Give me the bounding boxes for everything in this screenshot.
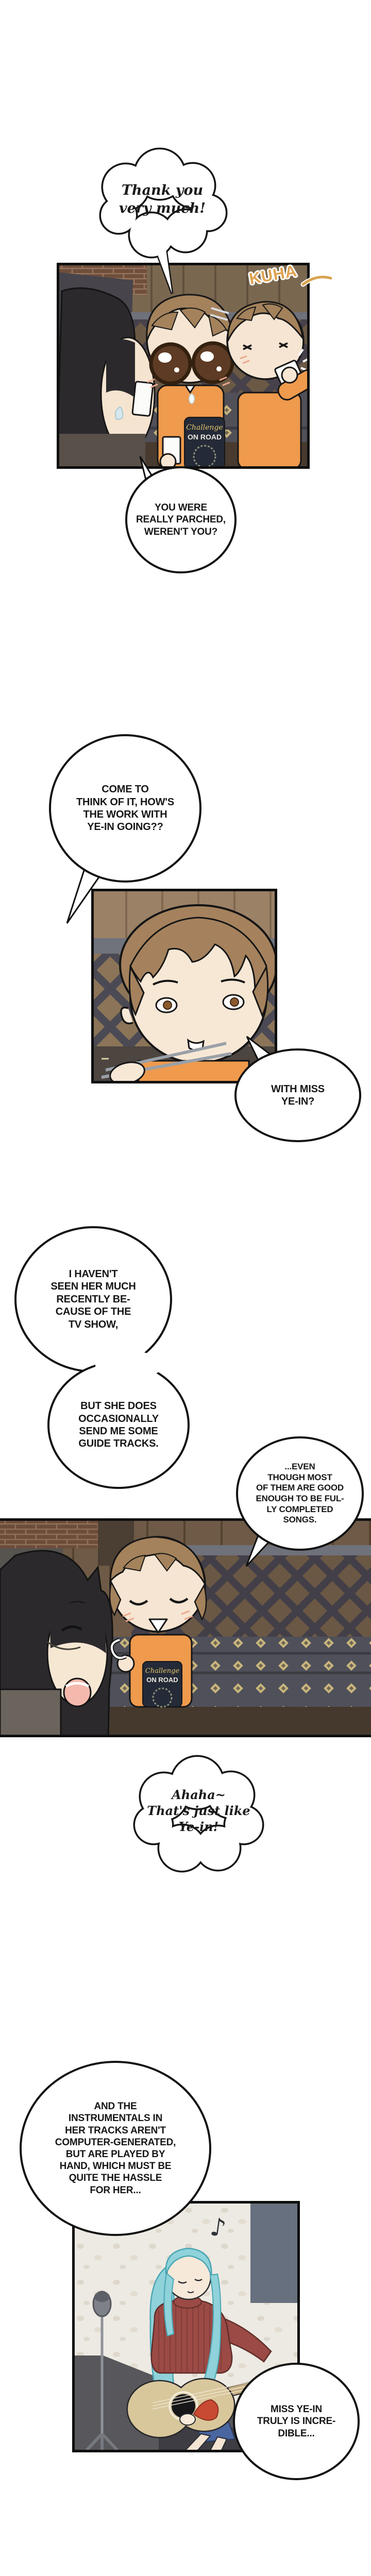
- bubble-join: [95, 1351, 162, 1380]
- minsu-character: Challenge ON ROAD: [146, 294, 234, 469]
- shirt-print-script: Challenge: [186, 423, 223, 432]
- shirt-print-block: ON ROAD: [188, 433, 222, 441]
- acoustic-guitar: [126, 2367, 299, 2438]
- speech-bubble-instrumentals: AND THE INSTRUMENTALS IN HER TRACKS AREN…: [20, 2061, 211, 2236]
- acoustic-panel: [250, 2201, 300, 2303]
- open-smile: [148, 1618, 168, 1634]
- hairpins: [210, 307, 229, 321]
- speech-bubble-parched: YOU WERE REALLY PARCHED, WEREN'T YOU?: [125, 466, 237, 573]
- speech-bubble-with-miss: WITH MISS YE-IN?: [234, 1048, 361, 1142]
- panel-closeup: [91, 889, 277, 1083]
- minsu-face: [101, 904, 277, 1083]
- happy-closed-eyes: [129, 1598, 189, 1606]
- havent-seen-text: I HAVEN'T SEEN HER MUCH RECENTLY BE- CAU…: [50, 1268, 136, 1330]
- legs: [182, 2433, 228, 2452]
- pickguard: [193, 2399, 219, 2421]
- closed-eye: [61, 1625, 82, 1632]
- speech-bubble-incredible: MISS YE-IN TRULY IS INCRE- DIBLE...: [233, 2363, 360, 2480]
- instrumentals-text: AND THE INSTRUMENTALS IN HER TRACKS AREN…: [55, 2101, 176, 2196]
- strumming-hand: [179, 2413, 196, 2426]
- yein-character: [149, 2247, 272, 2452]
- thank-you-text: Thank you very much!: [119, 182, 206, 217]
- guide-tracks-text: BUT SHE DOES OCCASIONALLY SEND ME SOME G…: [78, 1400, 159, 1450]
- panel-laughing: Challenge ON ROAD: [0, 1518, 371, 1737]
- cloud-bubble-ahaha: [133, 1755, 264, 1873]
- come-to-think-text: COME TO THINK OF IT, HOW'S THE WORK WITH…: [76, 784, 175, 833]
- microphone-stand: [85, 2291, 119, 2452]
- minsu-character-happy: Challenge ON ROAD: [109, 1536, 207, 1708]
- panel-bar-scene: Challenge ON ROAD: [57, 263, 310, 469]
- sweat-drop: [114, 406, 124, 420]
- eyes: [155, 994, 245, 1013]
- cloud-bubble-thank-you: [99, 147, 228, 294]
- even-though-text: ...EVEN THOUGH MOST OF THEM ARE GOOD ENO…: [256, 1461, 344, 1525]
- speech-bubble-havent-seen: I HAVEN'T SEEN HER MUCH RECENTLY BE- CAU…: [14, 1226, 172, 1372]
- glasses-rim: [47, 1641, 81, 1650]
- breath-mark: [111, 1639, 126, 1659]
- manager-character-laughing: [0, 1550, 113, 1737]
- round-glasses: [149, 341, 234, 385]
- ahaha-text: Ahaha~ That's just like Ye-in!: [147, 1787, 250, 1835]
- friend-character: [226, 301, 310, 469]
- speech-bubble-come-to-think: COME TO THINK OF IT, HOW'S THE WORK WITH…: [49, 734, 201, 883]
- soundhole: [172, 2394, 195, 2418]
- parched-text: YOU WERE REALLY PARCHED, WEREN'T YOU?: [136, 502, 226, 537]
- brick-wall: [0, 1518, 98, 1548]
- manager-character: [57, 287, 156, 469]
- cup: [131, 381, 154, 417]
- shirt-print-block: ON ROAD: [146, 1676, 178, 1684]
- closed-eyes: [178, 2278, 203, 2284]
- kuha-swoosh: [300, 275, 333, 287]
- incredible-text: MISS YE-IN TRULY IS INCRE- DIBLE...: [257, 2404, 336, 2439]
- shirt-print-script: Challenge: [145, 1667, 180, 1675]
- with-miss-text: WITH MISS YE-IN?: [271, 1083, 325, 1107]
- speech-bubble-guide-tracks: BUT SHE DOES OCCASIONALLY SEND ME SOME G…: [47, 1361, 190, 1489]
- scrunched-eyes: [243, 342, 288, 350]
- speech-bubble-even-though: ...EVEN THOUGH MOST OF THEM ARE GOOD ENO…: [236, 1436, 364, 1551]
